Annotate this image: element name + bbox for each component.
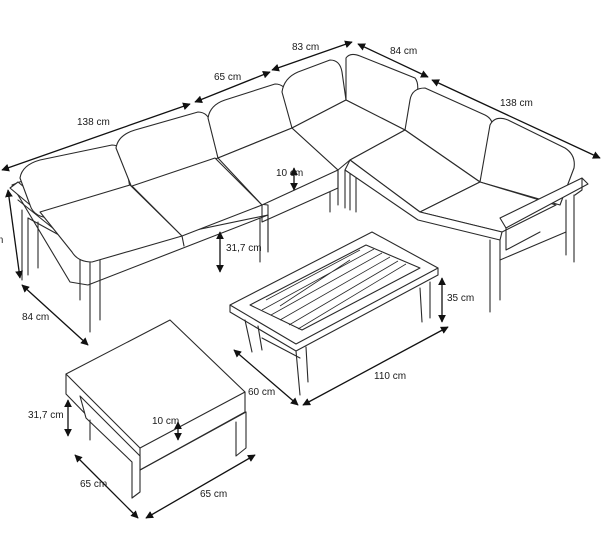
- label-sofa-corner-width: 83 cm: [292, 42, 319, 53]
- label-sofa-left-height: cm: [0, 235, 3, 246]
- label-table-depth: 60 cm: [248, 387, 275, 398]
- label-ottoman-height: 31,7 cm: [28, 410, 64, 421]
- dimension-labels: 138 cm 65 cm 83 cm 84 cm 138 cm cm 84 cm…: [0, 42, 533, 500]
- table-slats: [261, 248, 407, 330]
- label-sofa-left-width: 138 cm: [77, 117, 110, 128]
- label-ottoman-width: 65 cm: [200, 489, 227, 500]
- label-table-length: 110 cm: [374, 371, 406, 382]
- coffee-table: [229, 231, 439, 396]
- dimension-lines: [1, 40, 601, 519]
- ottoman: [65, 319, 247, 499]
- label-sofa-left-depth: 84 cm: [22, 312, 49, 323]
- label-ottoman-depth: 65 cm: [80, 479, 107, 490]
- label-sofa-right-width: 138 cm: [500, 98, 533, 109]
- label-sofa-corner-depth: 84 cm: [390, 46, 417, 57]
- label-seat-height: 31,7 cm: [226, 243, 262, 254]
- center-module: [207, 83, 339, 251]
- label-sofa-center-width: 65 cm: [214, 72, 241, 83]
- label-table-height: 35 cm: [447, 293, 474, 304]
- label-cushion-thickness: 10 cm: [276, 168, 303, 179]
- label-ottoman-cushion: 10 cm: [152, 416, 179, 427]
